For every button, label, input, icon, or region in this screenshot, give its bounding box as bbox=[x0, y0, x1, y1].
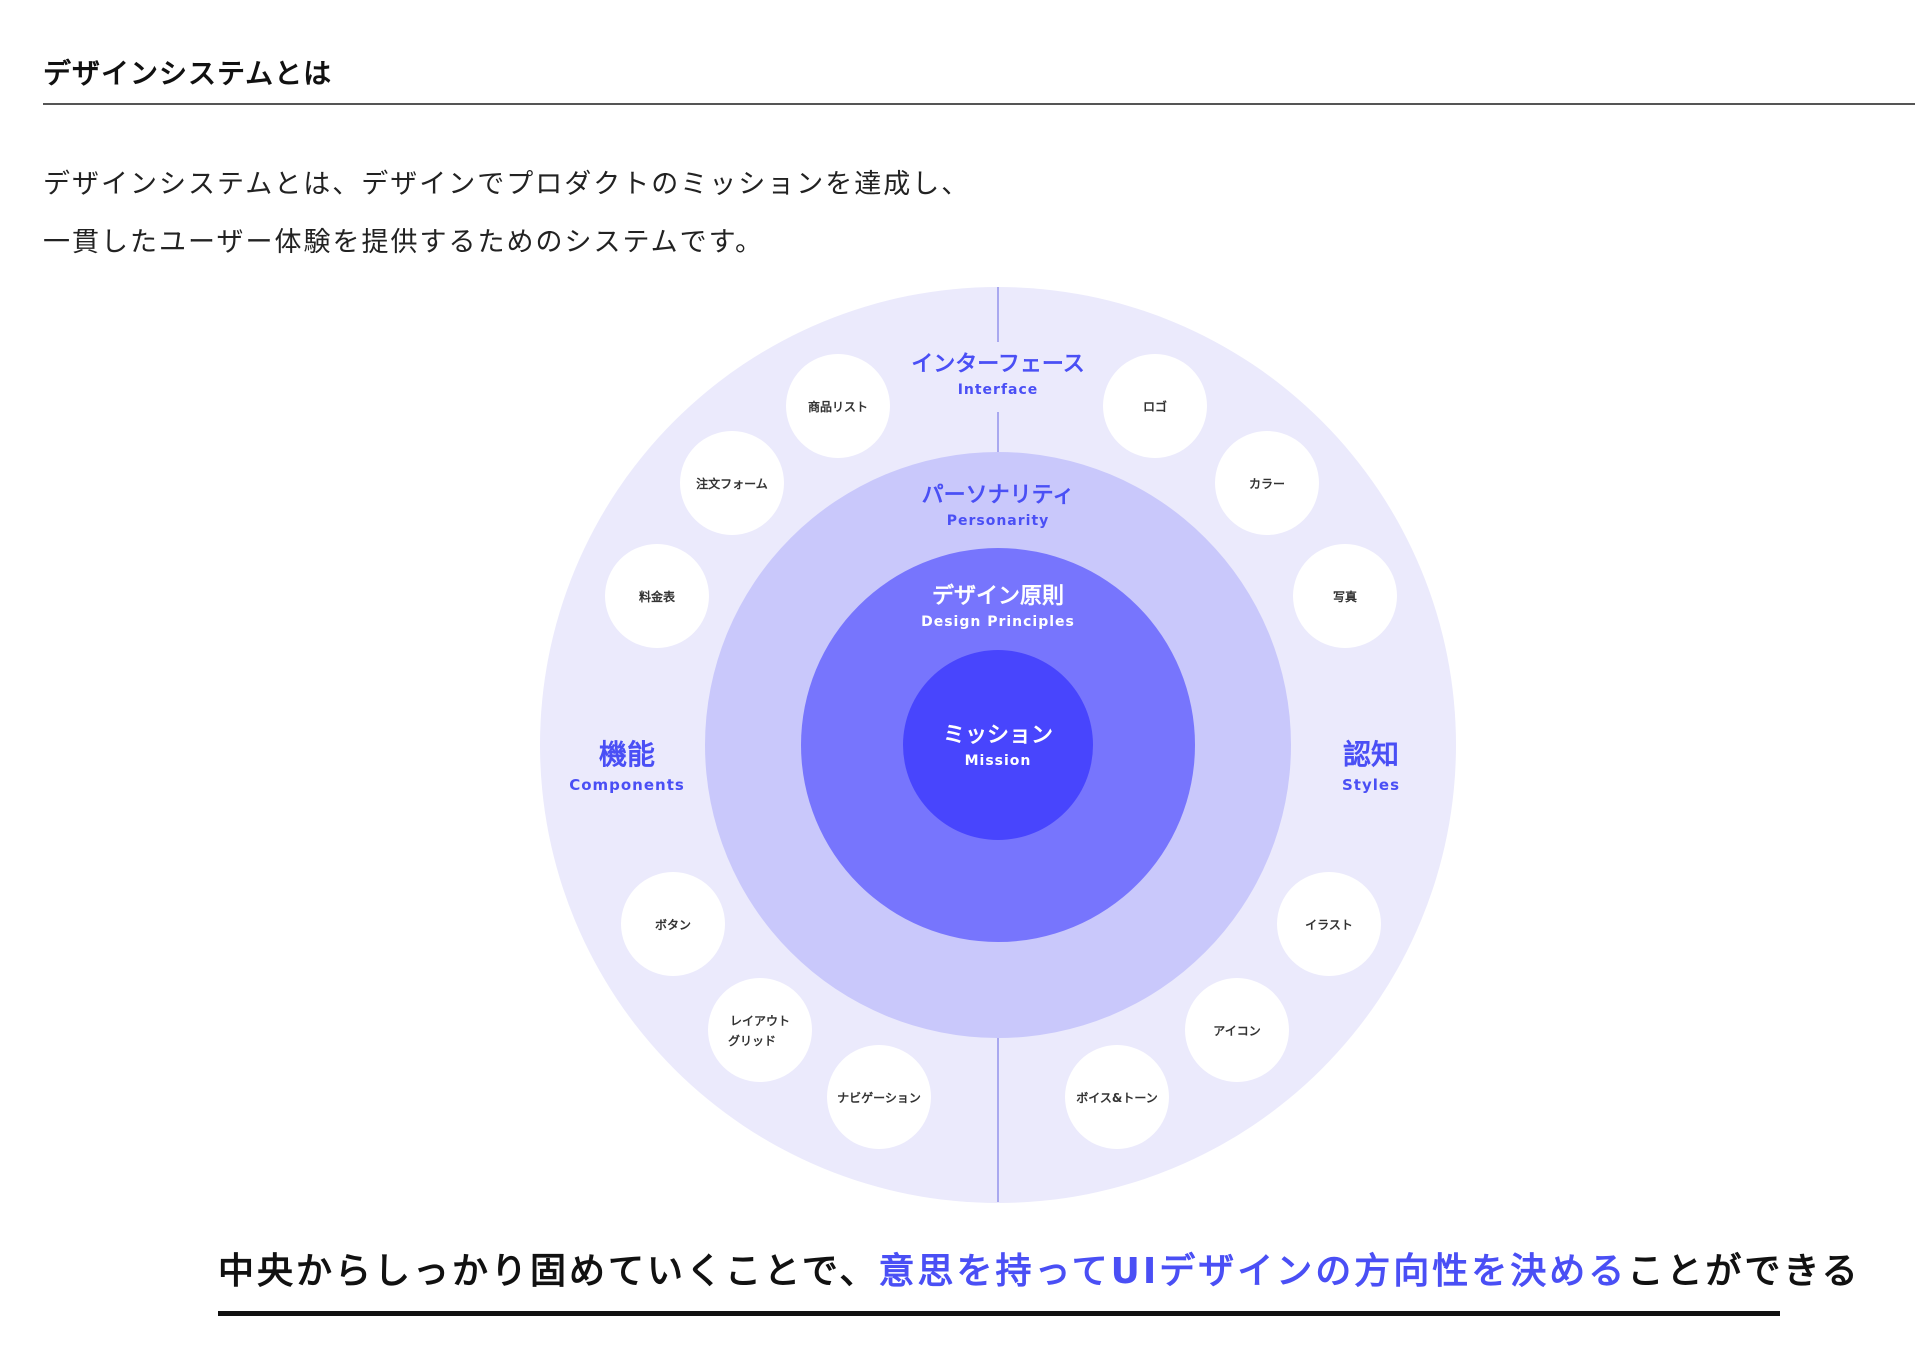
component-item-label: ボタン bbox=[655, 917, 691, 932]
component-item: 商品リスト bbox=[786, 354, 890, 458]
style-item: ロゴ bbox=[1103, 354, 1207, 458]
tagline-before: 中央からしっかり固めていくことで、 bbox=[218, 1251, 879, 1292]
tagline-after: ことができる bbox=[1627, 1251, 1861, 1292]
style-item: カラー bbox=[1215, 431, 1319, 535]
heading-divider bbox=[43, 103, 1915, 105]
style-item: ボイス&トーン bbox=[1065, 1045, 1169, 1149]
tagline-accent: 意思を持ってUIデザインの方向性を決める bbox=[878, 1251, 1628, 1292]
styles-subtitle: Styles bbox=[1342, 776, 1400, 794]
style-item-label: ロゴ bbox=[1143, 399, 1167, 414]
component-item-label: グリッド bbox=[728, 1033, 776, 1048]
principles-title: デザイン原則 bbox=[932, 583, 1064, 609]
tagline-underline bbox=[218, 1311, 1780, 1316]
interface-subtitle: Interface bbox=[958, 382, 1039, 398]
principles-subtitle: Design Principles bbox=[921, 614, 1075, 630]
components-subtitle: Components bbox=[569, 776, 685, 794]
intro-line-2: 一貫したユーザー体験を提供するためのシステムです。 bbox=[43, 227, 764, 258]
interface-title: インターフェース bbox=[911, 352, 1085, 377]
component-item: ナビゲーション bbox=[827, 1045, 931, 1149]
component-item-label: レイアウト bbox=[730, 1014, 790, 1028]
style-item-label: ボイス&トーン bbox=[1076, 1090, 1158, 1105]
style-item-label: イラスト bbox=[1305, 918, 1353, 932]
mission-core bbox=[903, 650, 1093, 840]
mission-subtitle: Mission bbox=[965, 753, 1032, 769]
style-item: アイコン bbox=[1185, 978, 1289, 1082]
component-item-label: 商品リスト bbox=[808, 399, 868, 414]
style-item: 写真 bbox=[1293, 544, 1397, 648]
intro-line-1: デザインシステムとは、デザインでプロダクトのミッションを達成し、 bbox=[43, 169, 971, 200]
tagline: 中央からしっかり固めていくことで、意思を持ってUIデザインの方向性を決めることが… bbox=[218, 1242, 1858, 1294]
component-item-label: ナビゲーション bbox=[837, 1090, 921, 1105]
component-item: レイアウト グリッド bbox=[708, 978, 812, 1082]
style-item-label: カラー bbox=[1249, 477, 1285, 491]
mission-title: ミッション bbox=[943, 723, 1053, 748]
component-item: 料金表 bbox=[605, 544, 709, 648]
component-item: 注文フォーム bbox=[680, 431, 784, 535]
component-item: ボタン bbox=[621, 872, 725, 976]
page-heading: デザインシステムとは bbox=[43, 57, 333, 90]
components-title: 機能 bbox=[599, 738, 655, 771]
component-item-label: 料金表 bbox=[639, 589, 676, 604]
style-item: イラスト bbox=[1277, 872, 1381, 976]
style-item-label: アイコン bbox=[1213, 1024, 1260, 1038]
style-item-label: 写真 bbox=[1333, 589, 1357, 604]
component-item-label: 注文フォーム bbox=[696, 476, 768, 491]
personality-title: パーソナリティ bbox=[922, 483, 1075, 508]
styles-title: 認知 bbox=[1343, 738, 1399, 771]
personality-subtitle: Personarity bbox=[947, 513, 1050, 529]
